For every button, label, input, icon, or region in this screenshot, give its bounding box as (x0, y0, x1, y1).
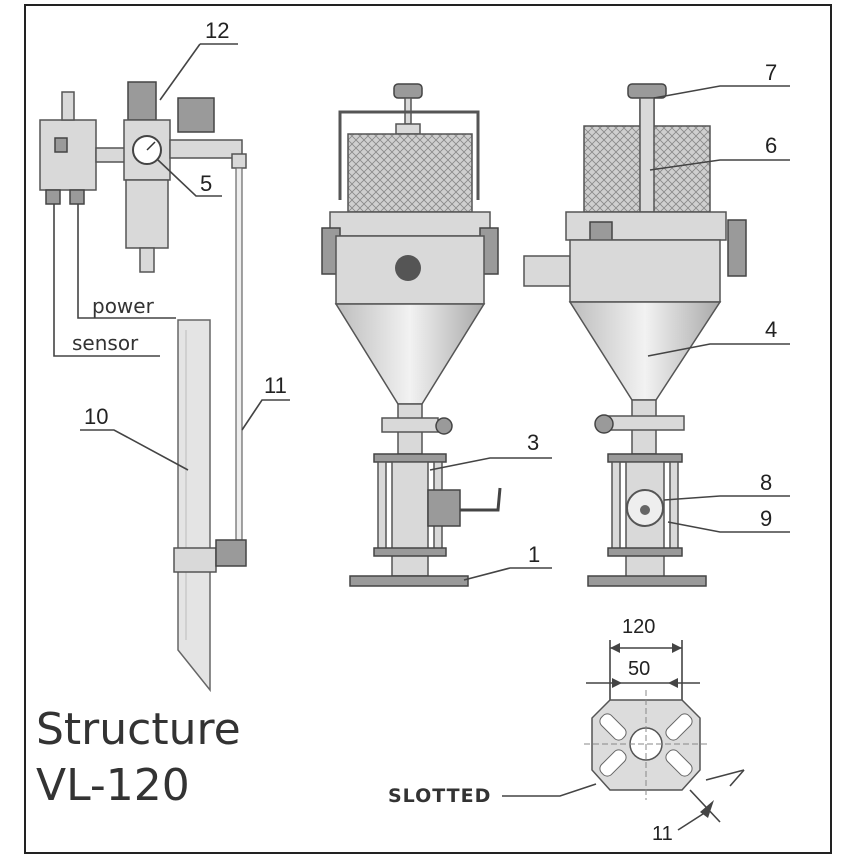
title-line-2: VL-120 (36, 760, 190, 811)
control-box (39, 119, 97, 191)
callout-4: 4 (765, 317, 777, 342)
top-knob (393, 83, 423, 99)
control-box-indicator (54, 137, 68, 153)
dimension-inner: 50 (628, 658, 650, 680)
regulator-knob (127, 81, 157, 121)
control-box-fitting (61, 91, 75, 121)
callout-6: 6 (765, 133, 777, 158)
hopper-lid-ring (329, 211, 491, 237)
sensor-label: sensor (72, 331, 139, 355)
handle-frame (338, 110, 480, 200)
slotted-label: SLOTTED (388, 785, 491, 807)
pipe-clamp (173, 547, 217, 573)
side-top-knob (627, 83, 667, 99)
side-neck-clamp (601, 415, 685, 431)
solenoid-valve (177, 97, 215, 133)
dimension-outer: 120 (622, 616, 655, 638)
power-label: power (92, 294, 155, 318)
callout-7: 7 (765, 60, 777, 85)
callout-8: 8 (760, 470, 772, 495)
base-plate-drawing: 120 50 11 SLOTTED (388, 616, 745, 845)
callout-9: 9 (760, 506, 772, 531)
elbow-fitting (231, 153, 247, 169)
side-right-clamp (727, 219, 747, 277)
side-hopper-cone (568, 301, 722, 401)
title-line-1: Structure (36, 704, 241, 755)
air-tube (235, 167, 243, 541)
level-sensor (427, 489, 461, 527)
filter-drain (139, 247, 155, 273)
sensor-connector (69, 189, 85, 205)
air-inlet-pipe (95, 147, 127, 163)
suction-pipe (177, 319, 211, 693)
callout-5: 5 (200, 171, 212, 196)
side-base-plate (587, 575, 707, 587)
tube-elbow (215, 539, 247, 567)
callout-12: 12 (205, 18, 229, 43)
discharge-valve (391, 461, 429, 577)
air-filter-regulator-assembly (39, 81, 247, 693)
neck-clamp (381, 417, 439, 433)
base-plate (349, 575, 469, 587)
callout-3: 3 (527, 430, 539, 455)
hopper-front-view (321, 83, 502, 587)
callout-10: 10 (84, 404, 108, 429)
hopper-side-view (523, 83, 747, 587)
valve-top-plate (373, 453, 447, 463)
filter-mesh (347, 133, 473, 213)
manifold-pipe (169, 139, 243, 159)
filter-bowl (125, 179, 169, 249)
inlet-port-icon (395, 255, 421, 281)
callout-1: 1 (528, 542, 540, 567)
side-hopper-body (569, 239, 721, 303)
hopper-cone (334, 303, 486, 405)
material-inlet (523, 255, 571, 287)
callout-11-tube: 11 (264, 373, 287, 398)
power-connector (45, 189, 61, 205)
dimension-slot: 11 (652, 823, 673, 845)
